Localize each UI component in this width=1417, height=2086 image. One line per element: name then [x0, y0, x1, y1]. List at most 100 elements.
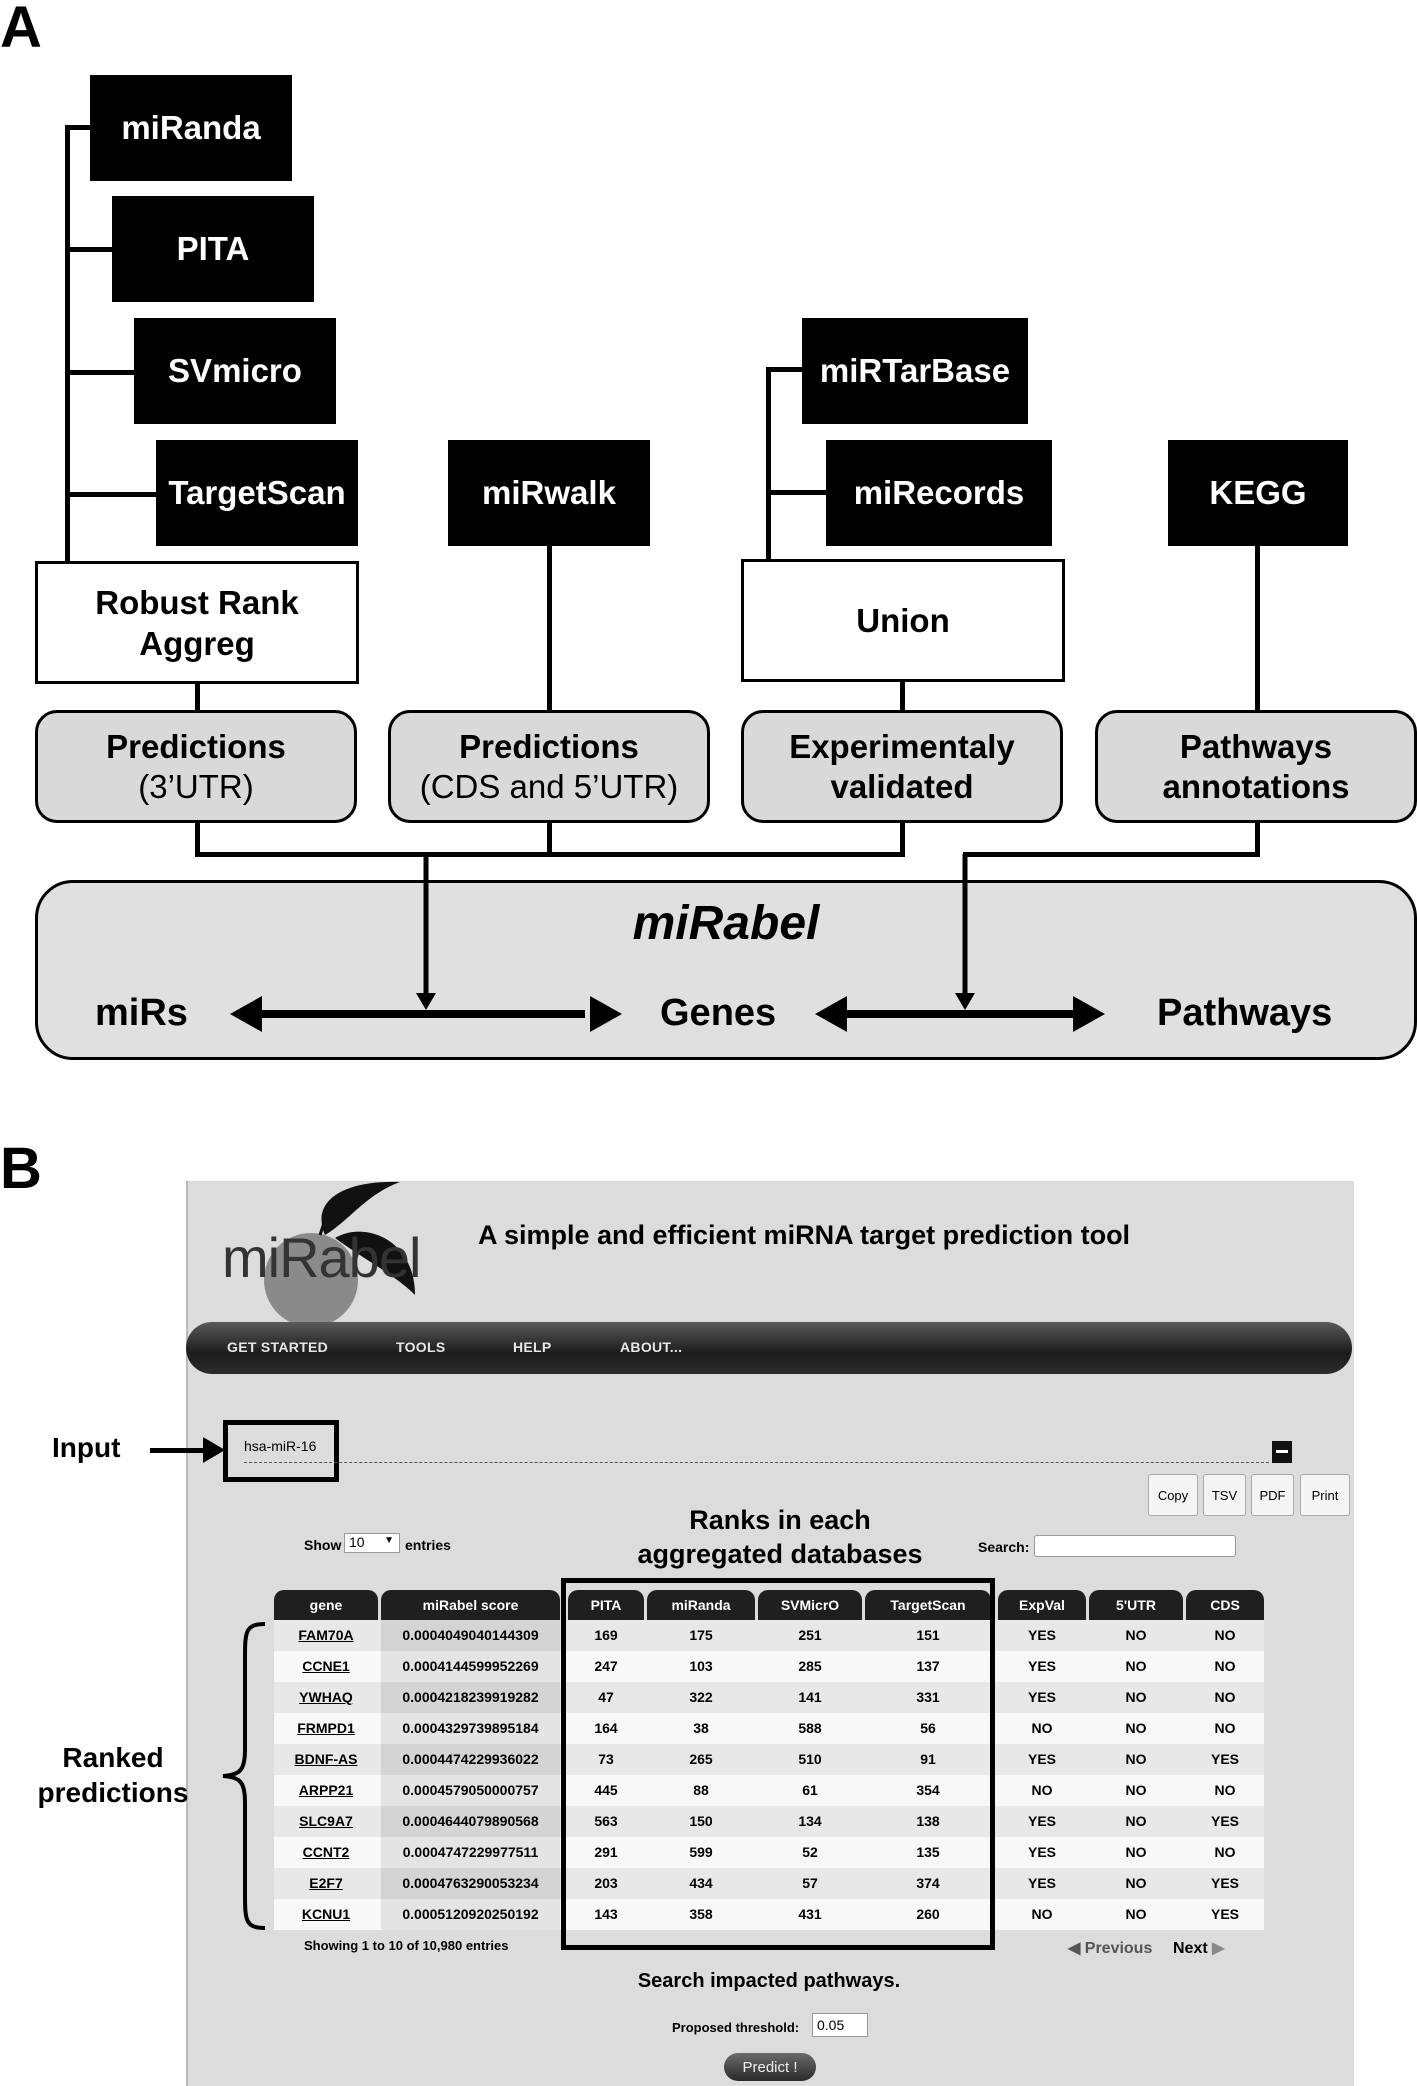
predict-button[interactable]: Predict ! [724, 2053, 816, 2081]
category-subtitle: (3’UTR) [138, 767, 254, 805]
table-cell: 61 [802, 1782, 818, 1798]
table-cell: 265 [689, 1751, 713, 1767]
table-cell: 175 [689, 1627, 713, 1643]
table-cell: 138 [916, 1813, 940, 1829]
table-cell: 374 [916, 1875, 940, 1891]
mirna-input[interactable]: hsa-miR-16 [244, 1438, 317, 1454]
previous-page-button[interactable]: ◀ Previous [1068, 1938, 1152, 1958]
union-label: Union [856, 602, 950, 639]
gene-link[interactable]: YWHAQ [299, 1689, 353, 1705]
column-header-0[interactable]: gene [274, 1590, 378, 1620]
column-header-5[interactable]: TargetScan [865, 1590, 991, 1620]
gene-link[interactable]: CCNE1 [302, 1658, 350, 1674]
table-cell: 251 [798, 1627, 822, 1643]
search-label: Search: [978, 1539, 1030, 1555]
table-cell: 588 [798, 1720, 822, 1736]
gene-link[interactable]: E2F7 [309, 1875, 343, 1891]
gene-link[interactable]: BDNF-AS [294, 1751, 358, 1767]
table-cell: NO [1214, 1782, 1236, 1798]
nav-get-started[interactable]: GET STARTED [227, 1339, 329, 1355]
collapse-button[interactable] [1272, 1441, 1292, 1463]
copy-button[interactable]: Copy [1148, 1474, 1198, 1516]
table-cell: 91 [920, 1751, 936, 1767]
table-cell: 0.0004579050000757 [381, 1775, 560, 1806]
column-header-6[interactable]: ExpVal [998, 1590, 1086, 1620]
table-cell: 52 [802, 1844, 818, 1860]
hub-node-genes: Genes [660, 992, 777, 1034]
connector-line [195, 823, 200, 857]
source-mirecords: miRecords [826, 440, 1052, 546]
logo-leaf [321, 1181, 400, 1235]
table-cell: YES [1027, 1689, 1056, 1705]
table-cell: 510 [798, 1751, 822, 1767]
input-highlight-box [223, 1420, 339, 1482]
minus-icon [1276, 1450, 1288, 1453]
next-label: Next [1173, 1940, 1208, 1957]
gene-link[interactable]: CCNT2 [302, 1844, 350, 1860]
tsv-button[interactable]: TSV [1203, 1474, 1246, 1516]
table-cell: 0.0005120920250192 [381, 1899, 560, 1930]
gene-link[interactable]: FRMPD1 [297, 1720, 355, 1736]
table-cell: NO [1031, 1906, 1053, 1922]
table-cell: 73 [598, 1751, 614, 1767]
print-button[interactable]: Print [1300, 1474, 1350, 1516]
robust-rank-aggreg-box: Robust Rank Aggreg [35, 561, 359, 684]
source-miranda: miRanda [90, 75, 292, 181]
gene-link[interactable]: SLC9A7 [299, 1813, 353, 1829]
category-title: Pathways [1179, 727, 1333, 765]
table-cell: 247 [594, 1658, 618, 1674]
logo-leaf [335, 1231, 415, 1295]
table-cell: 150 [689, 1813, 713, 1829]
mirabel-logo [264, 1181, 415, 1327]
table-cell: YES [1210, 1813, 1239, 1829]
column-header-1[interactable]: miRabel score [381, 1590, 560, 1620]
category-experimentaly-validated: Experimentaly validated [741, 710, 1063, 823]
search-input[interactable] [1034, 1535, 1236, 1557]
next-page-button[interactable]: Next ▶ [1173, 1938, 1224, 1958]
gene-link[interactable]: ARPP21 [298, 1782, 354, 1798]
category-predictions-3utr: Predictions (3’UTR) [35, 710, 357, 823]
pdf-button[interactable]: PDF [1251, 1474, 1294, 1516]
input-underline [244, 1462, 1269, 1463]
nav-tools[interactable]: TOOLS [396, 1339, 446, 1355]
annotation-ranked: Ranked predictions [18, 1740, 208, 1810]
annotation-ranks-line2: aggregated databases [637, 1539, 923, 1569]
connector-line [65, 247, 112, 252]
table-cell: YES [1210, 1875, 1239, 1891]
nav-about[interactable]: ABOUT... [620, 1339, 683, 1355]
column-header-2[interactable]: PITA [568, 1590, 644, 1620]
hub-title: miRabel [632, 897, 820, 950]
table-cell: 0.0004329739895184 [381, 1713, 560, 1744]
category-pathways-annotations: Pathways annotations [1095, 710, 1417, 823]
table-cell: 431 [798, 1906, 822, 1922]
table-cell: YES [1027, 1751, 1056, 1767]
threshold-input[interactable]: 0.05 [812, 2013, 868, 2037]
table-cell: 260 [916, 1906, 940, 1922]
column-header-7[interactable]: 5'UTR [1089, 1590, 1183, 1620]
table-cell: 434 [689, 1875, 713, 1891]
table-cell: NO [1125, 1627, 1147, 1643]
source-kegg: KEGG [1168, 440, 1348, 546]
nav-help[interactable]: HELP [513, 1339, 552, 1355]
category-predictions-cds: Predictions (CDS and 5’UTR) [388, 710, 710, 823]
table-cell: NO [1125, 1689, 1147, 1705]
entries-select[interactable]: 10 ▼ [344, 1533, 400, 1553]
gene-link[interactable]: KCNU1 [301, 1906, 351, 1922]
connector-line [65, 125, 70, 565]
union-box: Union [741, 559, 1065, 682]
arrowhead [590, 996, 622, 1032]
table-cell: 203 [594, 1875, 618, 1891]
column-header-3[interactable]: miRanda [647, 1590, 755, 1620]
column-header-8[interactable]: CDS [1186, 1590, 1264, 1620]
pathways-heading: Search impacted pathways. [637, 1970, 901, 1992]
table-cell: 0.0004218239919282 [381, 1682, 560, 1713]
table-cell: NO [1125, 1844, 1147, 1860]
table-cell: 88 [693, 1782, 709, 1798]
table-cell: 151 [916, 1627, 940, 1643]
gene-link[interactable]: FAM70A [298, 1627, 354, 1643]
previous-label: Previous [1084, 1940, 1153, 1957]
column-header-4[interactable]: SVMicrO [758, 1590, 862, 1620]
